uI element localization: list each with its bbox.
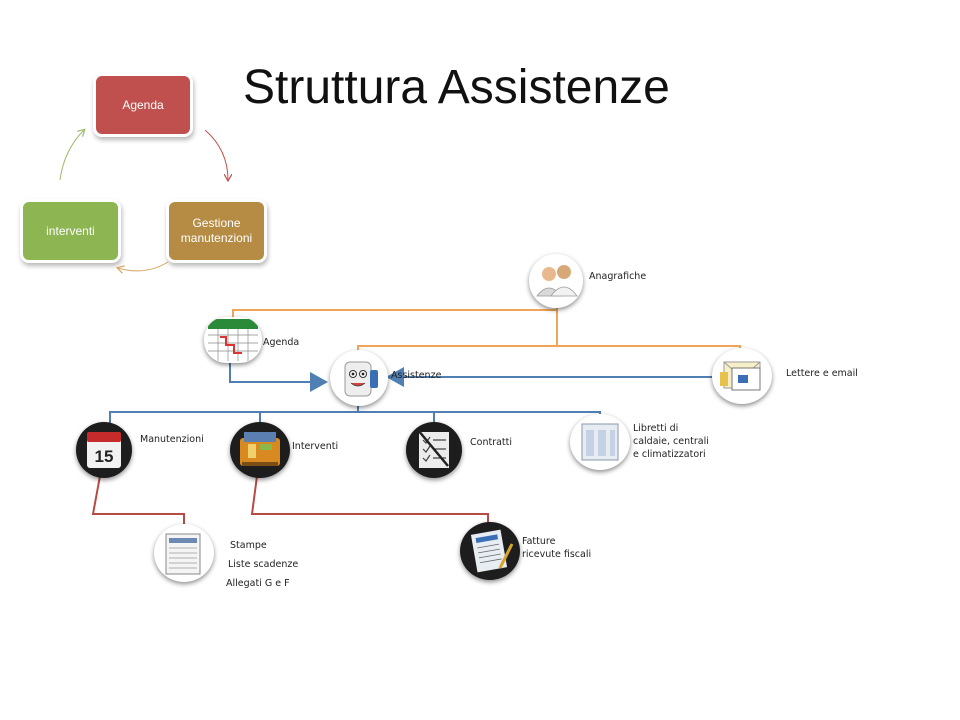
people-icon <box>536 265 578 297</box>
cycle-box-agenda-label: Agenda <box>122 97 164 112</box>
label-stampe-line3: Allegati G e F <box>226 578 290 589</box>
orange-branch <box>232 305 741 360</box>
contract-checklist-icon <box>417 429 449 468</box>
cycle-box-gestione-line1: Gestione <box>192 216 241 230</box>
node-interventi <box>230 422 290 478</box>
assistenze-mascot-icon <box>344 361 378 397</box>
label-anagrafiche: Anagrafiche <box>589 271 647 282</box>
label-libretti-line3: e climatizzatori <box>633 449 706 460</box>
label-contratti: Contratti <box>470 437 513 448</box>
agenda-grid-icon <box>208 319 258 361</box>
label-manutenzioni: Manutenzioni <box>140 434 204 445</box>
node-contratti <box>406 422 462 478</box>
letters-icon <box>720 361 761 391</box>
label-agenda: Agenda <box>263 337 300 348</box>
label-stampe-line1: Stampe <box>230 540 267 551</box>
node-stampe <box>154 524 214 582</box>
cycle-box-gestione-label: Gestione manutenzioni <box>181 216 252 246</box>
cycle-arrow-agenda-to-gestione <box>204 129 228 180</box>
label-stampe-line2: Liste scadenze <box>228 559 299 570</box>
cycle-box-gestione-line2: manutenzioni <box>180 231 253 245</box>
cycle-arrow-interventi-to-agenda <box>59 130 84 181</box>
label-stampe: Stampe Liste scadenze Allegati G e F <box>226 536 298 593</box>
label-fatture-line1: Fatture <box>522 536 556 547</box>
cycle-box-interventi-label: interventi <box>46 223 95 238</box>
document-print-icon <box>165 533 201 575</box>
label-interventi: Interventi <box>292 441 339 452</box>
node-assistenze <box>330 350 388 406</box>
label-libretti-line2: caldaie, centrali <box>633 436 709 447</box>
invoice-icon <box>470 529 514 573</box>
label-fatture: Fatture ricevute fiscali <box>522 535 591 561</box>
calendar-day-number: 15 <box>95 447 114 466</box>
cycle-arrow-gestione-to-interventi <box>118 261 169 271</box>
node-lettere-email <box>712 348 772 404</box>
slide-title: Struttura Assistenze <box>243 61 670 114</box>
red-branch <box>91 475 489 524</box>
label-libretti: Libretti di caldaie, centrali e climatiz… <box>633 422 709 461</box>
node-manutenzioni: 15 <box>76 422 132 478</box>
cycle-box-interventi: interventi <box>23 202 118 260</box>
node-fatture <box>460 522 520 580</box>
cycle-box-agenda: Agenda <box>96 76 190 134</box>
calendar-icon: 15 <box>87 432 121 468</box>
booklet-icon <box>581 423 619 461</box>
node-agenda <box>204 317 262 363</box>
label-lettere-email: Lettere e email <box>786 368 858 379</box>
label-assistenze: Assistenze <box>391 370 442 381</box>
node-libretti <box>570 414 630 470</box>
cycle-box-gestione-manutenzioni: Gestione manutenzioni <box>169 202 264 260</box>
label-fatture-line2: ricevute fiscali <box>522 549 592 560</box>
label-libretti-line1: Libretti di <box>633 423 679 434</box>
node-anagrafiche <box>529 254 583 308</box>
toolbox-icon <box>240 432 280 466</box>
